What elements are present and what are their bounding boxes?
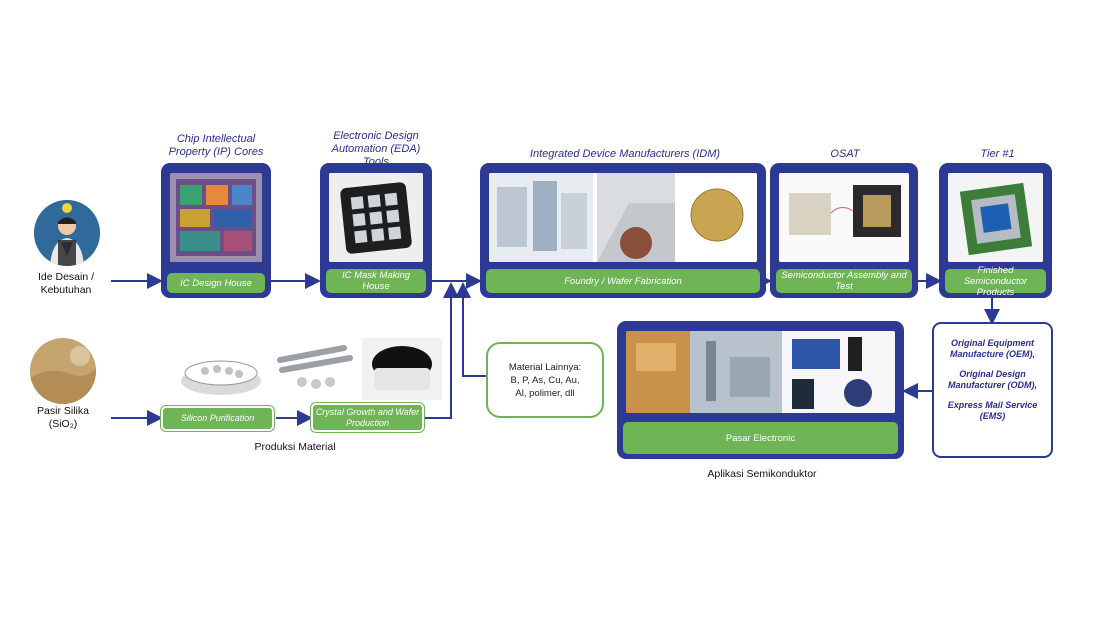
other-materials-title: Material Lainnya: [508,361,582,373]
electronics-images [626,331,895,413]
processor-image [948,173,1043,262]
idm-caption: Foundry / Wafer Fabrication [486,269,760,293]
sand-formula: (SiO₂) [48,418,78,430]
material-production-label: Produksi Material [254,441,336,453]
package-images [779,173,909,262]
silicon-rods-image [272,338,358,390]
osat-card: Semiconductor Assembly and Test [770,163,918,298]
manufacturers-box: Original Equipment Manufacture (OEM), Or… [932,322,1053,458]
tier1-title: Tier #1 [980,148,1015,160]
ip-cores-title: Chip Intellectual Property (IP) Cores [168,133,264,158]
other-materials-box: Material Lainnya: B, P, As, Cu, Au, Al, … [486,342,604,418]
wafer-holder-image [362,338,442,400]
arrow-crystal-up [425,282,459,419]
other-materials-list-2: Al, polimer, dll [515,387,575,399]
eda-tools-card: IC Mask Making House [320,163,432,298]
oem-text: Original Equipment Manufacture (OEM), [949,338,1035,359]
arrow-material-up [455,282,486,377]
chip-die-image [170,173,262,262]
idm-title: Integrated Device Manufacturers (IDM) [529,148,721,160]
idea-person-icon [34,200,100,266]
silicon-ingot-image [177,341,266,399]
crystal-growth-step: Crystal Growth and Wafer Production [311,403,424,432]
osat-title: OSAT [830,148,860,160]
eda-tools-title: Electronic Design Automation (EDA) Tools [331,130,421,168]
ems-text: Express Mail Service (EMS) [947,400,1038,421]
idm-card: Foundry / Wafer Fabrication [480,163,766,298]
other-materials-list-1: B, P, As, Cu, Au, [510,374,580,386]
sand-label: Pasir Silika (SiO₂) [28,405,98,431]
tier1-caption: Finished Semiconductor Products [945,265,1046,298]
tier1-card: Finished Semiconductor Products [939,163,1052,298]
electronic-market-caption: Pasar Electronic [623,422,898,454]
fab-images [489,173,757,262]
electronic-market-card: Pasar Electronic [617,321,904,459]
photomask-image [329,173,423,262]
eda-tools-caption: IC Mask Making House [326,269,426,293]
osat-caption: Semiconductor Assembly and Test [776,269,912,293]
ip-cores-card: IC Design House [161,163,271,298]
odm-text: Original Design Manufacturer (ODM), [947,369,1037,390]
idea-label: Ide Desain / Kebutuhan [37,271,95,296]
silicon-purification-step: Silicon Purification [161,406,274,431]
silica-sand-image [30,338,96,404]
sand-name: Pasir Silika [37,405,89,417]
ip-cores-caption: IC Design House [167,273,265,293]
application-label: Aplikasi Semikonduktor [707,468,817,480]
